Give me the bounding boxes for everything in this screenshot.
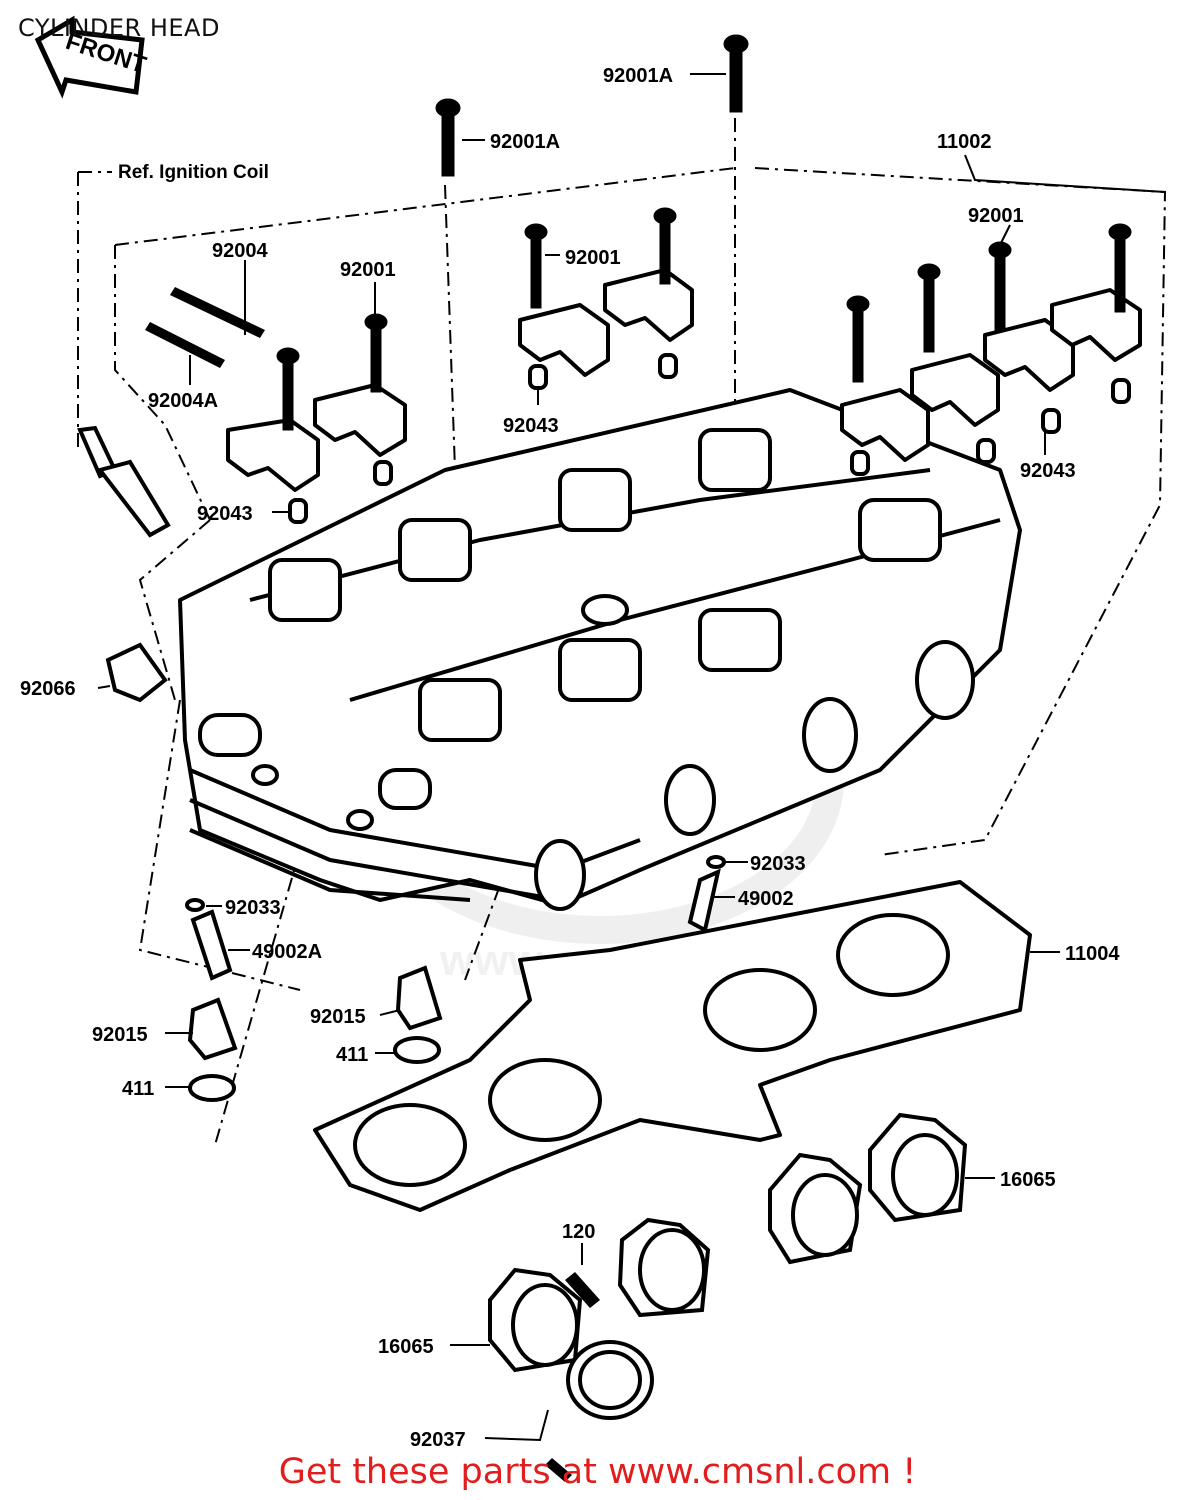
label-92043-center: 92043 xyxy=(503,415,559,437)
label-92015-mid: 92015 xyxy=(310,1006,366,1028)
label-92033-right: 92033 xyxy=(750,853,806,875)
page-title: CYLINDER HEAD xyxy=(18,14,220,42)
promo-banner-link[interactable]: Get these parts at www.cmsnl.com ! xyxy=(278,1452,917,1492)
label-92001-left: 92001 xyxy=(340,259,396,281)
label-92004A: 92004A xyxy=(148,390,218,412)
camshaft-caps xyxy=(226,268,1142,492)
label-92043-right: 92043 xyxy=(1020,460,1076,482)
label-411-left: 411 xyxy=(122,1078,154,1100)
studs xyxy=(145,287,265,368)
label-120: 120 xyxy=(562,1221,595,1243)
fittings xyxy=(185,855,726,1102)
label-92037: 92037 xyxy=(410,1429,466,1451)
spark-plug-icon xyxy=(77,425,171,538)
head-gasket xyxy=(313,880,1032,1212)
intake-holders xyxy=(488,1112,968,1420)
ref-ignition-coil-note: Ref. Ignition Coil xyxy=(118,162,269,183)
label-92001-right: 92001 xyxy=(968,205,1024,227)
label-11004: 11004 xyxy=(1065,943,1120,965)
label-92001-center: 92001 xyxy=(565,247,621,269)
label-16065-left: 16065 xyxy=(378,1336,434,1358)
leader-lines xyxy=(97,73,1166,1442)
label-92001A-mid: 92001A xyxy=(490,131,560,153)
label-92001A-top: 92001A xyxy=(603,65,673,87)
label-92015-left: 92015 xyxy=(92,1024,148,1046)
part-labels: 92001A 92001A 11002 92001 92004 92001 92… xyxy=(20,65,1120,1451)
label-11002: 11002 xyxy=(937,131,992,153)
front-arrow-icon: FRONT xyxy=(34,15,150,99)
label-49002A: 49002A xyxy=(252,941,322,963)
label-411-mid: 411 xyxy=(336,1044,368,1066)
cover-92066 xyxy=(105,642,168,703)
label-16065-right: 16065 xyxy=(1000,1169,1056,1191)
cylinder-head xyxy=(178,388,1022,911)
screws xyxy=(545,1272,600,1482)
label-92043-left: 92043 xyxy=(197,503,253,525)
label-92033-left: 92033 xyxy=(225,897,281,919)
label-92004: 92004 xyxy=(212,240,268,262)
label-92066: 92066 xyxy=(20,678,76,700)
label-49002: 49002 xyxy=(738,888,794,910)
cam-cap-bolts xyxy=(276,34,1132,431)
